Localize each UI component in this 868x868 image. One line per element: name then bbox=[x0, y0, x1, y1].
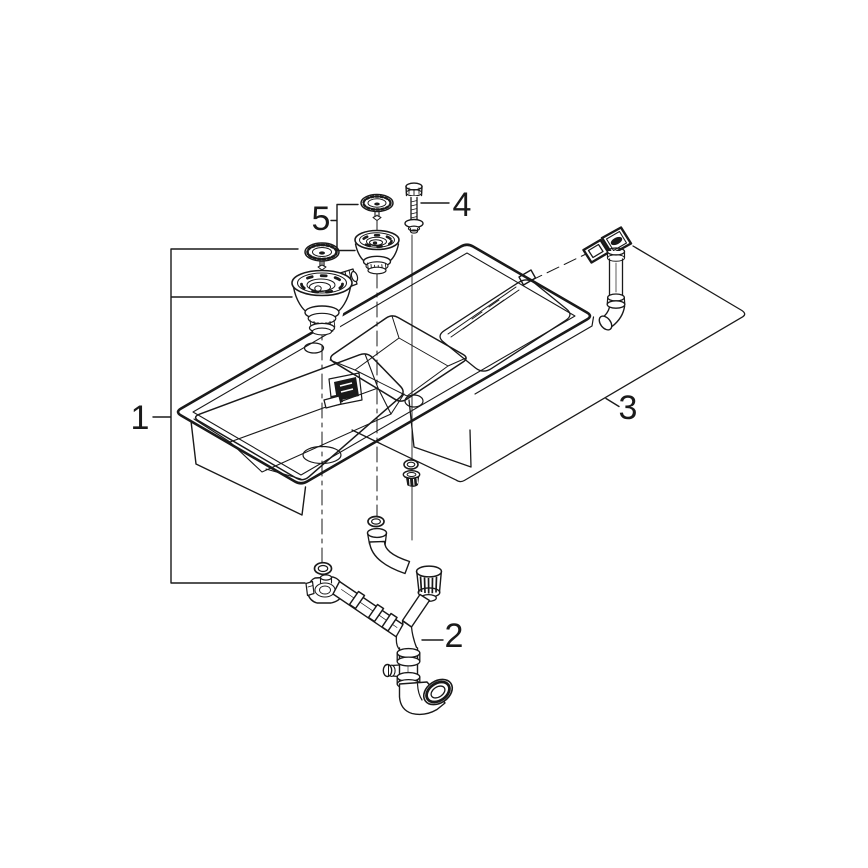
big-bowl-body bbox=[190, 420, 307, 516]
outlet-elbow bbox=[398, 678, 454, 716]
strainer5-cap bbox=[360, 193, 394, 213]
leader-line-3 bbox=[605, 397, 620, 408]
strainer5-body bbox=[354, 229, 400, 275]
callout-3: 3 bbox=[605, 389, 638, 427]
callout-5-number: 5 bbox=[312, 200, 331, 238]
overflow-slot-marking bbox=[518, 269, 537, 286]
side-port-cap bbox=[382, 663, 401, 678]
drain-pipe-assembly bbox=[305, 515, 454, 716]
callout-2-number: 2 bbox=[445, 617, 464, 655]
callouts: 1 2 3 4 5 bbox=[131, 186, 638, 655]
pipe-right-bend bbox=[368, 540, 411, 575]
callout-1-number: 1 bbox=[131, 399, 150, 437]
fixing-screw bbox=[404, 182, 424, 234]
drainer-grooves bbox=[447, 286, 520, 338]
small-bowl-body bbox=[408, 399, 472, 468]
sink-outer-rim bbox=[176, 243, 592, 485]
center-lines bbox=[321, 214, 587, 567]
drain-plug bbox=[402, 470, 421, 487]
tap-hole bbox=[303, 342, 325, 354]
fastening-clip bbox=[323, 372, 363, 409]
big-bowl-opening bbox=[194, 353, 404, 481]
basket-strainer-left bbox=[291, 242, 359, 336]
axis-overflow bbox=[529, 253, 587, 282]
overflow-assembly bbox=[582, 226, 633, 331]
pipe-left-bowl bbox=[332, 580, 404, 638]
callout-2: 2 bbox=[421, 617, 464, 655]
overflow-pipe bbox=[598, 247, 626, 331]
union-nut bbox=[415, 565, 443, 603]
screw-shaft bbox=[410, 196, 418, 222]
strainer-cap bbox=[304, 242, 340, 262]
callout-3-number: 3 bbox=[619, 389, 638, 427]
small-outlet-parts bbox=[402, 459, 421, 487]
leader-line-1 bbox=[152, 248, 306, 584]
callout-4-number: 4 bbox=[453, 186, 472, 224]
sink bbox=[176, 243, 595, 516]
callout-1: 1 bbox=[131, 248, 306, 584]
big-bowl-floor bbox=[229, 387, 392, 473]
worktop-template-outline bbox=[351, 245, 746, 483]
drainer-board-outline bbox=[439, 279, 571, 372]
pipe-collar-1 bbox=[348, 590, 366, 610]
basket-strainer-group-5 bbox=[354, 193, 400, 275]
callout-4: 4 bbox=[420, 186, 472, 224]
o-ring-right bbox=[367, 515, 385, 528]
small-bowl-drain-hole bbox=[404, 394, 424, 408]
overflow-elbow-opening bbox=[598, 315, 613, 331]
small-bowl-floor bbox=[354, 337, 449, 397]
pipe-from-nut bbox=[401, 593, 431, 628]
big-bowl-drain-hole bbox=[302, 445, 342, 465]
o-ring-small bbox=[403, 459, 419, 470]
leader-line-5 bbox=[330, 203, 359, 252]
pipe-collar-2 bbox=[367, 603, 385, 623]
o-ring-left bbox=[313, 561, 333, 576]
drainer-slab-edge bbox=[474, 316, 595, 395]
sink-inner-rim bbox=[192, 252, 576, 476]
pipe-collar-3 bbox=[381, 612, 398, 632]
callout-5: 5 bbox=[312, 200, 359, 252]
strainer-body bbox=[291, 268, 359, 336]
screw-head bbox=[405, 182, 423, 191]
